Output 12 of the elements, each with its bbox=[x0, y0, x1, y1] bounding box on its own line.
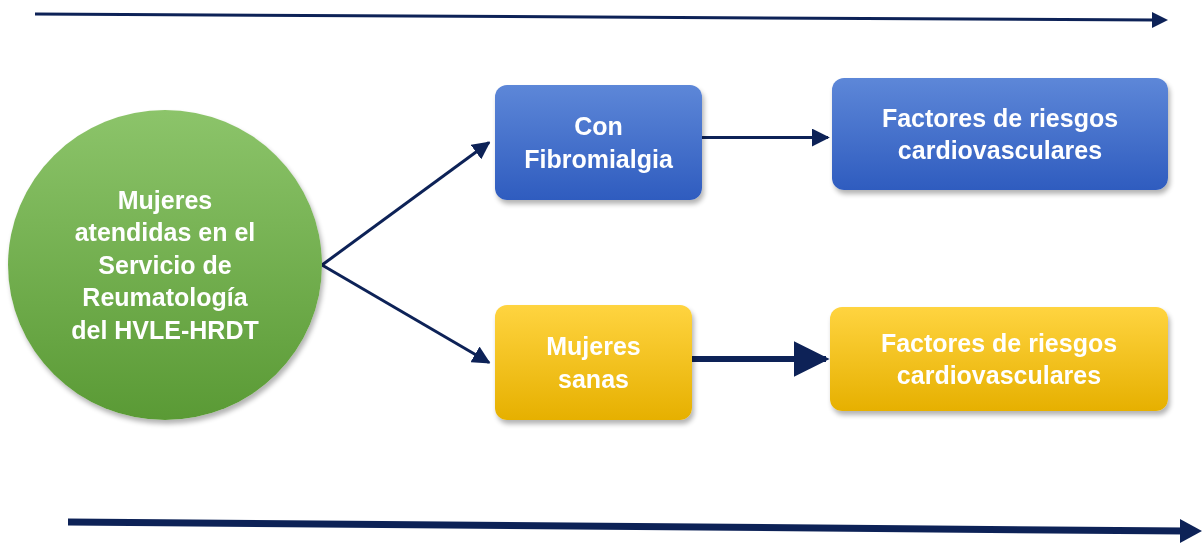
arrow bbox=[321, 263, 491, 364]
process-box bbox=[832, 78, 1168, 190]
process-box bbox=[830, 307, 1168, 411]
node-label: Mujeres atendidas en el Servicio de Reumatología del HVLE-HRDT bbox=[70, 184, 260, 346]
node-label: Factores de riesgos cardiovasculares bbox=[879, 327, 1119, 391]
arrow bbox=[702, 128, 830, 147]
node-label: Mujeres sanas bbox=[545, 331, 642, 395]
node-label: Con Fibromialgia bbox=[523, 111, 674, 175]
process-box bbox=[495, 85, 702, 200]
arrow bbox=[692, 341, 830, 377]
node-label: Factores de riesgos cardiovasculares bbox=[880, 102, 1120, 166]
process-box bbox=[495, 305, 692, 420]
